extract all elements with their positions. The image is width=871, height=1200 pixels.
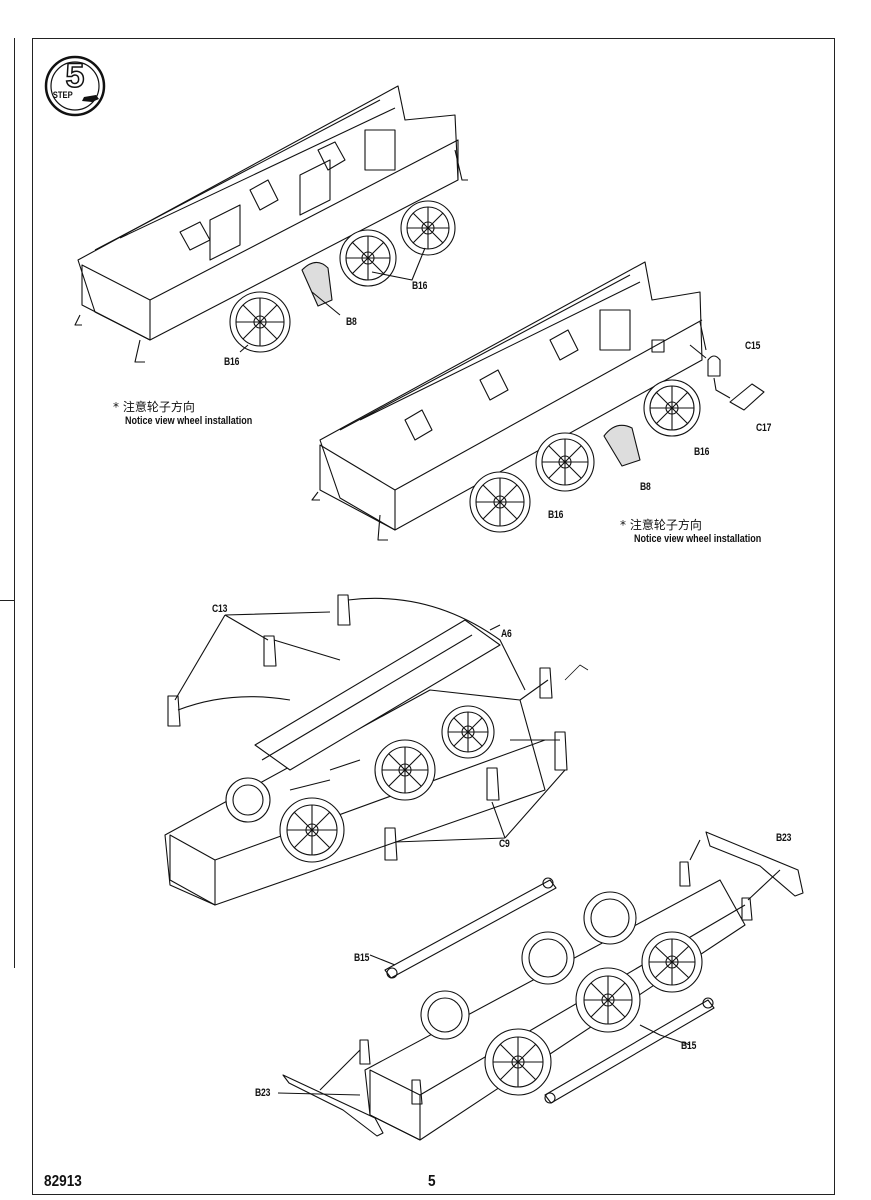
label-c9: C9 — [499, 838, 510, 850]
label-b15: B15 — [354, 952, 370, 964]
adjacent-page-divider — [0, 600, 14, 601]
label-c17: C17 — [756, 422, 772, 434]
wheel-orientation-note: * 注意轮子方向 Notice view wheel installation — [113, 400, 280, 428]
buffer-beam-bottom — [282, 1074, 384, 1137]
chassis-frame-2 — [311, 261, 707, 541]
instruction-frame — [32, 38, 835, 1195]
tank-icon — [82, 95, 99, 102]
brake-assembly — [164, 594, 589, 906]
wheel-orientation-note: * 注意轮子方向 Notice view wheel installation — [620, 518, 789, 546]
label-b15: B15 — [681, 1040, 697, 1052]
product-code: 82913 — [44, 1173, 82, 1190]
wheel-set-1 — [229, 200, 456, 353]
chassis-frame-1 — [74, 85, 468, 363]
label-b23: B23 — [776, 832, 792, 844]
label-b16: B16 — [694, 446, 710, 458]
note-chinese: * 注意轮子方向 — [113, 400, 195, 414]
final-running-gear — [277, 831, 804, 1141]
label-b23: B23 — [255, 1087, 271, 1099]
step-word: STEP — [52, 90, 73, 100]
page-number: 5 — [428, 1173, 436, 1190]
label-b16: B16 — [412, 280, 428, 292]
label-b16: B16 — [548, 509, 564, 521]
adjacent-page-edge — [0, 38, 15, 968]
note-english: Notice view wheel installation — [125, 415, 253, 427]
step-badge: 5 STEP — [44, 55, 106, 117]
label-c13: C13 — [212, 603, 228, 615]
step-badge-icon — [44, 55, 106, 117]
label-b8: B8 — [640, 481, 651, 493]
label-c15: C15 — [745, 340, 761, 352]
note-chinese: * 注意轮子方向 — [620, 518, 702, 532]
wheel-set-2 — [469, 339, 765, 533]
step-number: 5 — [65, 56, 85, 96]
label-a6: A6 — [501, 628, 512, 640]
brake-rod-left — [384, 879, 557, 979]
label-b8: B8 — [346, 316, 357, 328]
buffer-beam-top — [705, 831, 804, 897]
note-english: Notice view wheel installation — [634, 533, 762, 545]
label-b16: B16 — [224, 356, 240, 368]
